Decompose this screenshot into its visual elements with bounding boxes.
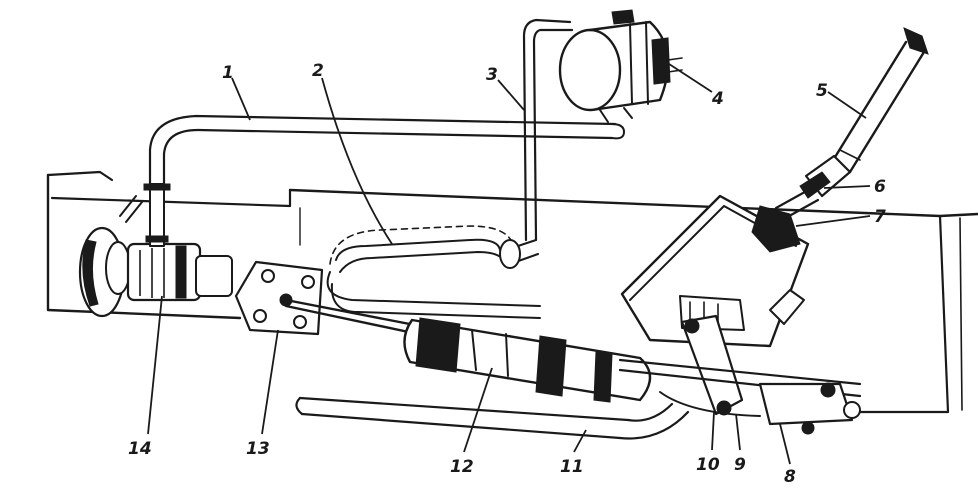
callout-7: 7 bbox=[874, 207, 886, 227]
hose-2 bbox=[326, 225, 541, 319]
callout-labels: 1 2 3 4 5 6 7 8 9 10 11 12 13 14 bbox=[128, 61, 886, 487]
leader-12 bbox=[463, 367, 493, 453]
lower-tube bbox=[295, 396, 690, 440]
callout-10: 10 bbox=[696, 455, 720, 475]
oil-reservoir bbox=[558, 9, 683, 123]
callout-11: 11 bbox=[560, 457, 584, 477]
leader-8 bbox=[779, 423, 791, 465]
leader-7 bbox=[795, 215, 871, 227]
callout-2: 2 bbox=[312, 61, 324, 81]
pump-assembly bbox=[78, 183, 233, 318]
callout-4: 4 bbox=[711, 89, 724, 109]
callout-leaders bbox=[147, 61, 871, 465]
leader-9 bbox=[735, 413, 741, 451]
leader-14 bbox=[147, 295, 163, 435]
callout-3: 3 bbox=[486, 65, 498, 85]
power-cylinder bbox=[284, 298, 652, 403]
bracket bbox=[234, 260, 324, 336]
leader-3 bbox=[497, 79, 525, 111]
callout-12: 12 bbox=[450, 457, 474, 477]
leader-1 bbox=[231, 77, 251, 121]
steering-column bbox=[774, 27, 929, 222]
pipe-3 bbox=[522, 18, 574, 242]
steering-gear bbox=[620, 194, 810, 348]
leader-13 bbox=[261, 329, 279, 435]
callout-1: 1 bbox=[222, 63, 234, 83]
callout-13: 13 bbox=[246, 439, 270, 459]
leader-4 bbox=[665, 61, 713, 93]
callout-8: 8 bbox=[784, 467, 796, 487]
frame-rail bbox=[46, 170, 978, 414]
leader-2 bbox=[321, 77, 393, 245]
leader-5 bbox=[827, 91, 867, 119]
linkage bbox=[618, 314, 862, 435]
callout-5: 5 bbox=[816, 81, 828, 101]
pipe-1 bbox=[148, 114, 625, 186]
leader-10 bbox=[711, 411, 715, 451]
leader-11 bbox=[573, 429, 587, 453]
callout-6: 6 bbox=[874, 177, 886, 197]
callout-9: 9 bbox=[734, 455, 746, 475]
callout-14: 14 bbox=[128, 439, 152, 459]
leader-6 bbox=[823, 185, 871, 189]
